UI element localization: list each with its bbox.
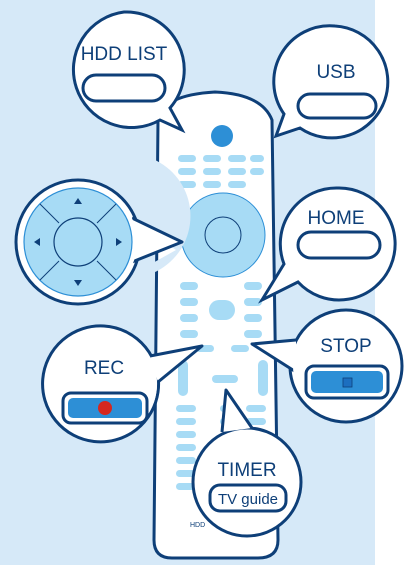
timer-label: TIMER — [217, 460, 276, 481]
home-label: HOME — [308, 208, 365, 229]
usb-label: USB — [316, 62, 355, 83]
record-button-icon[interactable] — [63, 393, 147, 423]
callout-usb: USB — [274, 26, 388, 138]
rec-label: REC — [84, 358, 124, 379]
rounded-button-icon[interactable] — [83, 75, 165, 101]
navigation-pad-icon[interactable] — [24, 188, 132, 296]
hdd-list-label: HDD LIST — [81, 44, 168, 65]
top-round-button[interactable] — [211, 125, 233, 147]
tv-guide-button[interactable]: TV guide — [210, 485, 286, 511]
callout-hdd-list: HDD LIST — [73, 12, 184, 130]
tv-guide-label: TV guide — [218, 491, 278, 508]
callout-home: HOME — [262, 188, 395, 300]
rounded-button-icon[interactable] — [298, 94, 376, 118]
stop-label: STOP — [320, 336, 371, 357]
stop-button-icon[interactable] — [306, 366, 388, 398]
rounded-button-icon[interactable] — [298, 232, 380, 258]
remote-nav-wheel[interactable] — [181, 193, 265, 277]
remote-brand-label: HDD — [190, 522, 205, 529]
